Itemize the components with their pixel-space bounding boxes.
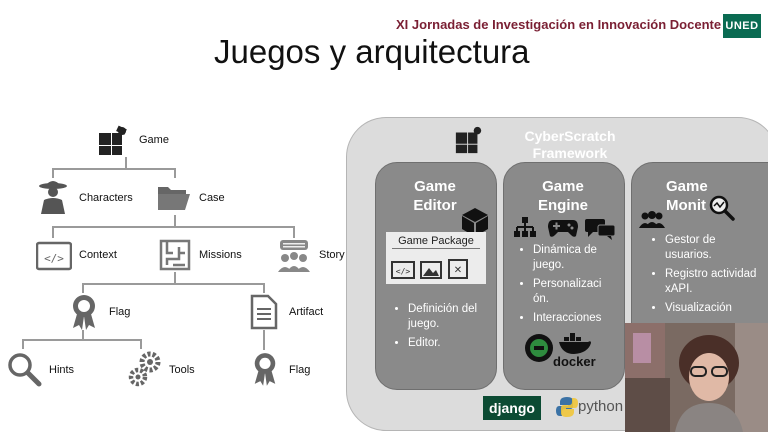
tree-connector (263, 330, 265, 350)
game-package-label: Game Package (398, 235, 474, 247)
tree-connector (82, 283, 84, 293)
docker-label: docker (553, 354, 596, 369)
presenter-webcam-video (625, 323, 768, 432)
tree-connector (22, 339, 24, 349)
image-icon (420, 261, 442, 279)
python-label: python (578, 398, 624, 415)
python-logo-icon (556, 397, 578, 417)
tree-connector (174, 272, 176, 284)
spy-icon (39, 181, 67, 214)
game-engine-title: Game Engine (537, 178, 588, 214)
code-window-icon: </> (391, 261, 415, 279)
tree-connector (52, 226, 54, 238)
tree-connector (52, 226, 295, 228)
award-badge-icon (254, 353, 276, 386)
tree-connector (52, 168, 176, 170)
document-icon (250, 294, 278, 330)
svg-text:</>: </> (396, 267, 411, 276)
package-bracket (392, 248, 480, 249)
framework-title: CyberScratch Framework (524, 128, 616, 161)
puzzle-icon (455, 126, 482, 154)
chat-bubbles-icon (585, 219, 616, 240)
node-characters-label: Characters (79, 192, 133, 204)
game-monitor-bullets: Gestor de usuarios. Registro actividad x… (649, 233, 759, 320)
node-game-label: Game (139, 134, 169, 146)
game-engine-card (503, 162, 625, 390)
story-group-icon (278, 240, 310, 272)
tree-connector (140, 339, 142, 349)
tree-connector (125, 157, 127, 169)
bullet-item: Gestor de usuarios. (665, 233, 759, 263)
gears-icon (128, 351, 161, 387)
game-editor-bullets: Definición del juego. Editor. (392, 302, 492, 355)
users-group-icon (639, 211, 665, 228)
bullet-item: Visualización (665, 301, 759, 316)
bullet-item: Editor. (408, 336, 492, 351)
bullet-item: Personalizaci ón. (533, 277, 619, 307)
maze-icon (159, 239, 191, 271)
tree-connector (82, 283, 265, 285)
magnifier-icon (8, 353, 42, 387)
uned-logo: UNED (723, 14, 761, 38)
svg-text:</>: </> (44, 252, 64, 265)
svg-text:✕: ✕ (454, 265, 462, 276)
code-window-icon: </> (36, 241, 72, 271)
django-logo: django (483, 396, 541, 420)
bullet-item: Registro actividad xAPI. (665, 267, 759, 297)
gamepad-icon (548, 220, 578, 237)
game-engine-bullets: Dinámica de juego. Personalizaci ón. Int… (517, 243, 619, 330)
bullet-item: Dinámica de juego. (533, 243, 619, 273)
node-hints-label: Hints (49, 364, 75, 376)
tree-connector (82, 330, 84, 340)
node-story-label: Story (319, 249, 345, 261)
network-tree-icon (514, 217, 536, 237)
analytics-magnifier-icon (709, 195, 735, 221)
package-box-icon (462, 208, 488, 236)
nginx-logo-icon (525, 334, 553, 362)
game-monitor-title: Game Monit (666, 178, 708, 214)
tic-tac-toe-icon: ✕ (448, 259, 468, 279)
tree-connector (174, 168, 176, 178)
tree-connector (174, 215, 176, 227)
node-flag-left-label: Flag (109, 306, 131, 318)
presenter-video-frame (625, 323, 768, 432)
bullet-item: Interacciones (533, 311, 619, 326)
puzzle-icon (99, 125, 127, 155)
node-case-label: Case (199, 192, 225, 204)
node-context-label: Context (79, 249, 117, 261)
slide-title: Juegos y arquitectura (214, 33, 530, 70)
node-missions-label: Missions (199, 249, 242, 261)
node-tools-label: Tools (169, 364, 195, 376)
tree-connector (263, 283, 265, 293)
tree-connector (22, 339, 142, 341)
tree-connector (293, 226, 295, 238)
tree-connector (52, 168, 54, 178)
node-flag-right-label: Flag (289, 364, 311, 376)
folder-open-icon (158, 187, 190, 210)
game-editor-title: Game Editor (413, 178, 457, 214)
docker-whale-icon (559, 333, 591, 354)
award-badge-icon (73, 295, 95, 330)
bullet-item: Definición del juego. (408, 302, 492, 332)
node-artifact-label: Artifact (289, 306, 324, 318)
conference-title: XI Jornadas de Investigación en Innovaci… (396, 17, 722, 32)
